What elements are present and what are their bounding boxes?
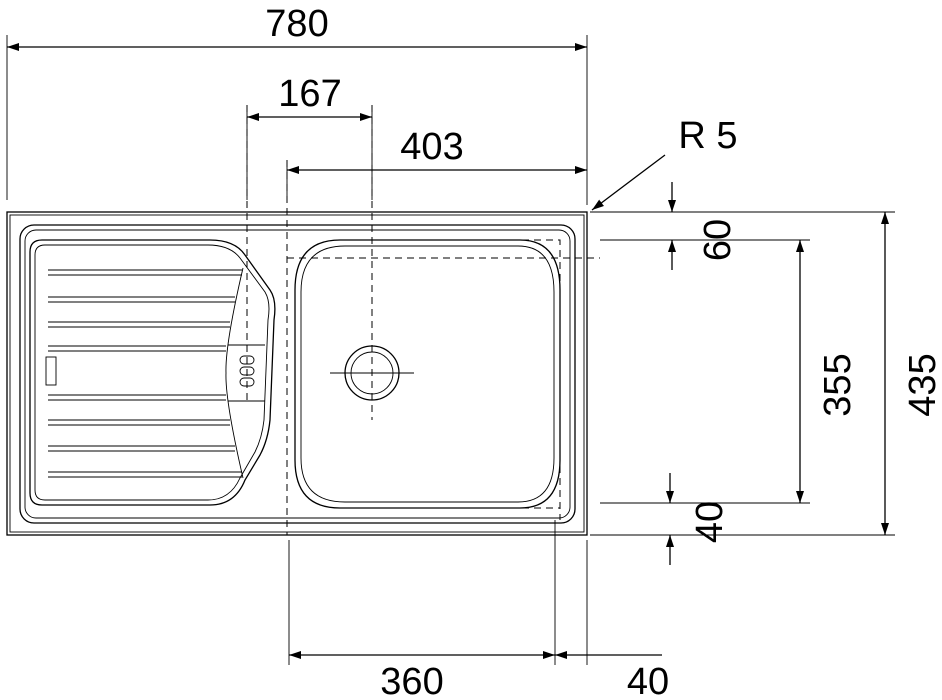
extension-lines bbox=[6, 35, 895, 665]
dim-overall-depth: 435 bbox=[902, 353, 942, 416]
dim-bowl-offset: 403 bbox=[400, 126, 463, 168]
sink-outline bbox=[6, 211, 588, 536]
drainboard-grooves bbox=[48, 269, 242, 478]
dim-corner-radius: R 5 bbox=[678, 115, 737, 157]
dim-bowl-width: 360 bbox=[380, 661, 443, 700]
logo-plate bbox=[45, 356, 57, 386]
dimension-lines bbox=[7, 43, 889, 659]
dim-bowl-depth: 355 bbox=[817, 353, 859, 416]
radius-leader bbox=[591, 154, 666, 211]
drainboard bbox=[29, 239, 276, 506]
dim-overall-width: 780 bbox=[265, 3, 328, 45]
dim-top-margin: 60 bbox=[697, 219, 739, 261]
bowl bbox=[294, 239, 561, 509]
dim-right-margin: 40 bbox=[627, 661, 669, 700]
dim-drainer-offset: 167 bbox=[278, 73, 341, 115]
dim-bottom-margin: 40 bbox=[689, 501, 731, 543]
